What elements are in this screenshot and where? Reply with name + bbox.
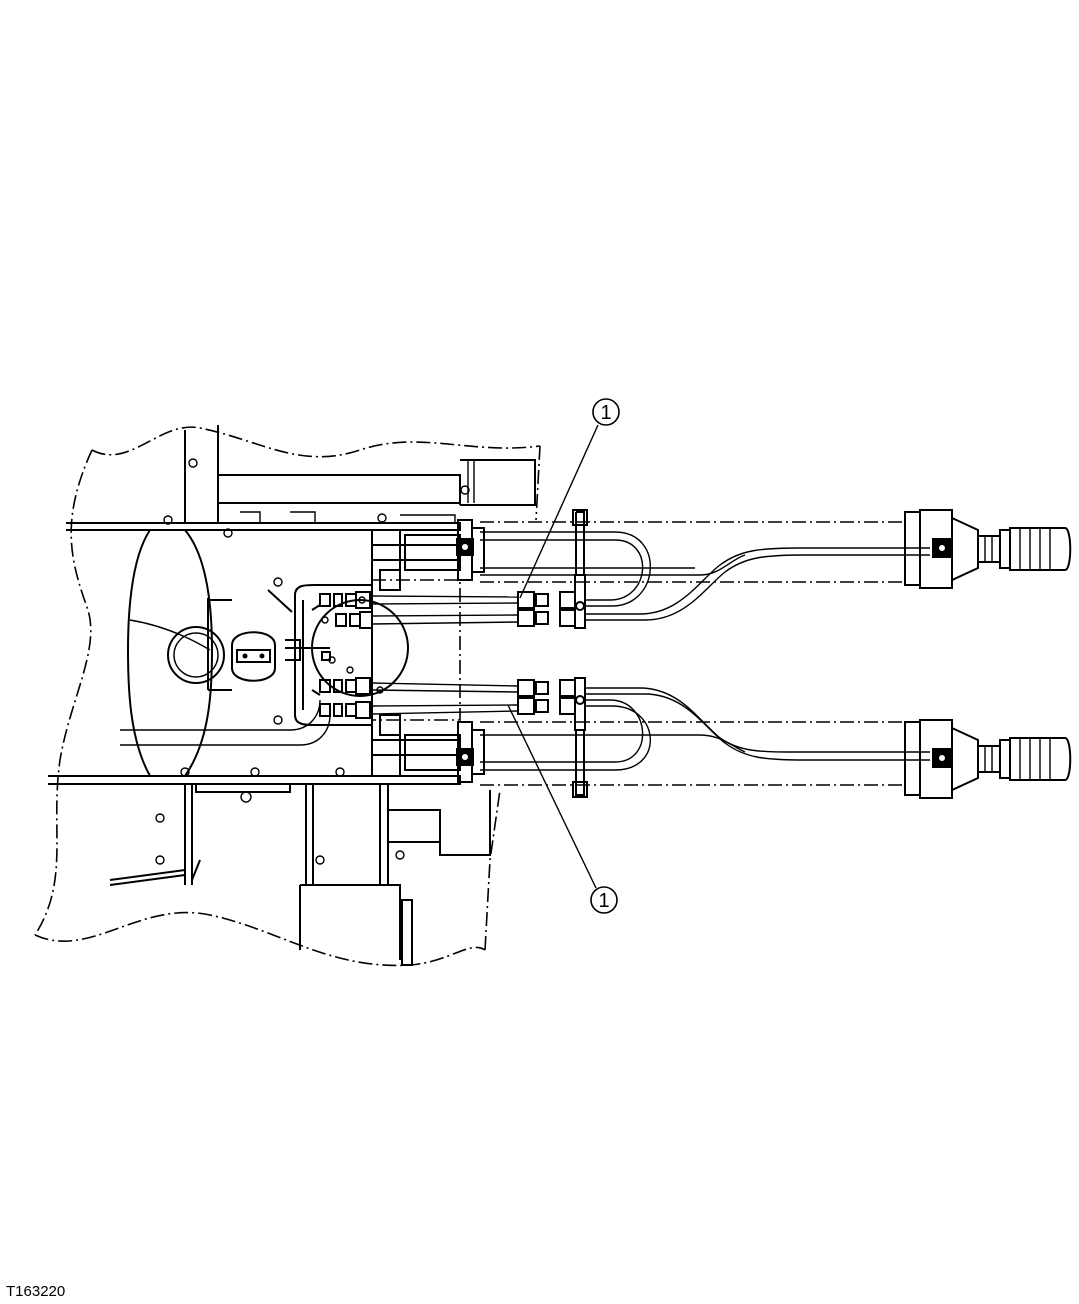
tank-area — [126, 528, 293, 777]
frame-breakout-outline — [34, 426, 541, 967]
upper-travel-motor — [904, 509, 1072, 589]
lower-manifold-fittings — [319, 677, 371, 719]
callout-balloon — [590, 886, 618, 914]
lower-frame-member — [48, 767, 491, 966]
center-frame-plates — [371, 530, 461, 776]
upper-manifold-fittings — [319, 591, 373, 629]
callout-label: 1 — [598, 890, 609, 912]
hose-clamp-bar — [572, 509, 588, 798]
callout-balloon — [592, 398, 620, 426]
upper-hose-loop — [480, 521, 930, 621]
left-motor-flange-fittings — [456, 519, 485, 783]
upper-frame-member — [66, 425, 536, 531]
lower-hose-loop — [480, 687, 930, 786]
callout-label: 1 — [600, 402, 611, 424]
callout-upper: 1 — [519, 398, 620, 599]
lower-travel-motor — [904, 719, 1072, 799]
figure-id: T163220 — [6, 1283, 66, 1300]
manifold-to-coupler-hoses — [371, 595, 519, 715]
callout-lower: 1 — [507, 704, 618, 914]
upper-hose-couplers — [517, 574, 586, 629]
rotary-manifold — [120, 584, 409, 746]
